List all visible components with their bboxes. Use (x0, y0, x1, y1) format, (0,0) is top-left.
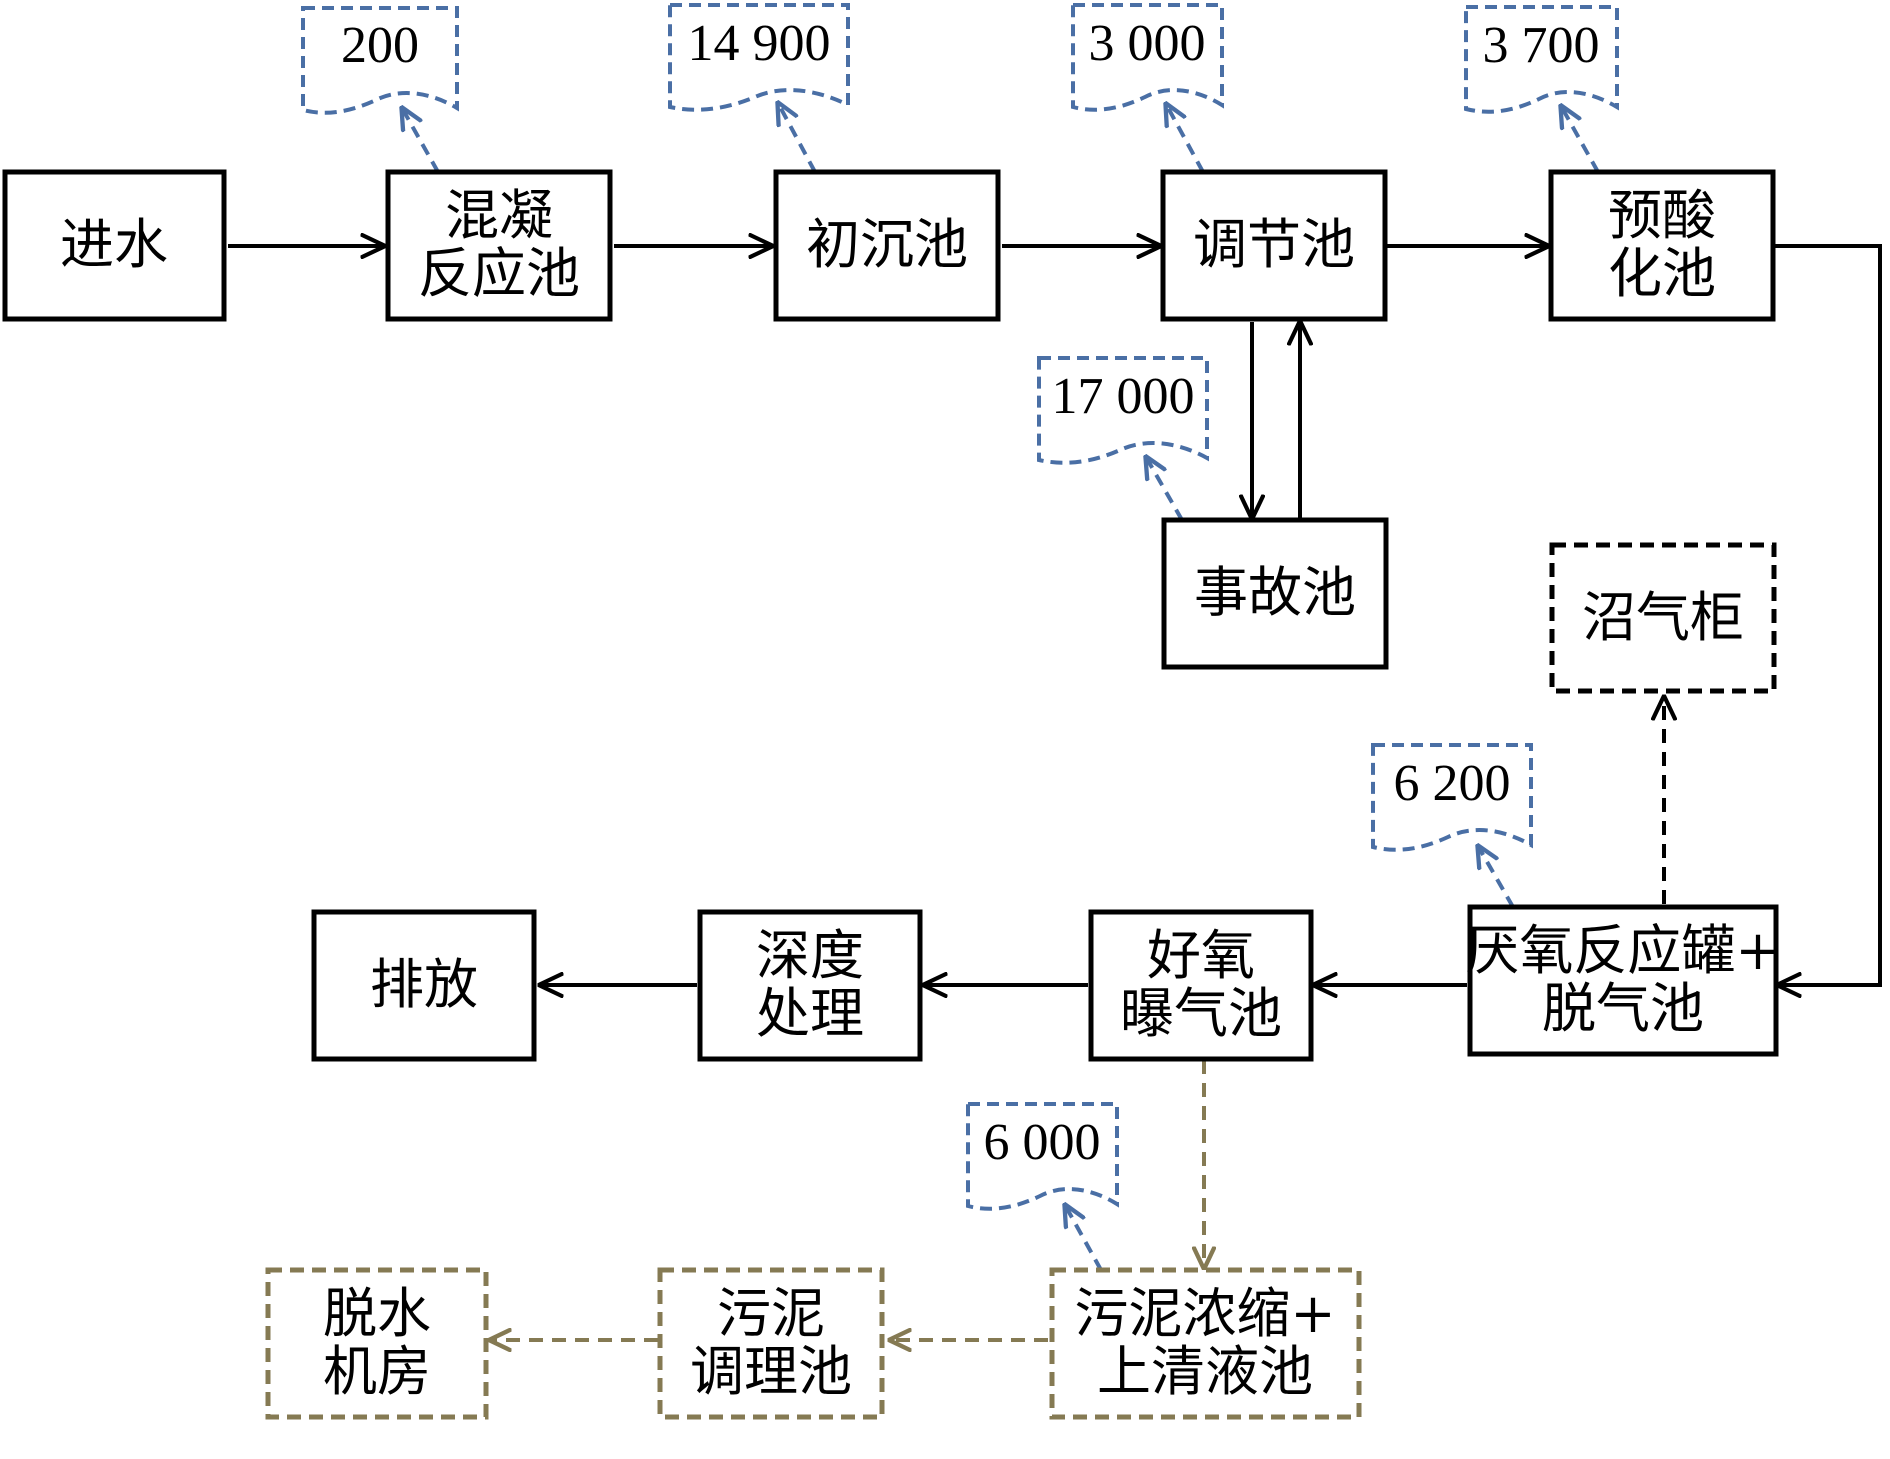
tag-leaders (402, 103, 1600, 1271)
tag-equal: 3 000 (1071, 3, 1224, 112)
tag-anaerobic: 6 200 (1371, 743, 1533, 852)
node-label: 事故池 (1194, 561, 1356, 624)
node-label: 混凝反应池 (418, 184, 580, 305)
node-label-line: 反应池 (418, 242, 580, 305)
node-label-line: 脱气池 (1542, 977, 1704, 1040)
tag-thicken: 6 000 (966, 1102, 1119, 1211)
tag-value: 6 000 (984, 1114, 1101, 1171)
node-label-line: 好氧 (1147, 924, 1255, 987)
node-label-line: 初沉池 (806, 213, 968, 276)
node-biogas-holder: 沼气柜 (1549, 542, 1777, 694)
node-label: 脱水机房 (323, 1282, 431, 1403)
node-sludge-thickening-tank: 污泥浓缩+上清液池 (1049, 1267, 1362, 1420)
node-equalization-tank: 调节池 (1160, 169, 1388, 322)
node-label-line: 调理池 (690, 1340, 852, 1403)
process-boxes: 进水 混凝反应池 初沉池 调节池 预酸化池 事故池 沼气柜 厌氧反应罐+脱气池 (2, 169, 1781, 1420)
node-discharge: 排放 (311, 909, 537, 1062)
node-label-line: 污泥 (717, 1282, 825, 1345)
node-coagulation-tank: 混凝反应池 (385, 169, 613, 322)
node-label-line: 排放 (370, 953, 478, 1016)
node-inlet: 进水 (2, 169, 227, 322)
node-dewatering-room: 脱水机房 (265, 1267, 489, 1420)
node-anaerobic-reactor: 厌氧反应罐+脱气池 (1465, 904, 1781, 1057)
node-label-line: 深度 (756, 924, 864, 987)
node-label-line: 污泥浓缩+ (1074, 1282, 1335, 1345)
leader-thicken (1065, 1205, 1103, 1271)
leader-equal (1166, 104, 1205, 173)
tag-preacid: 3 700 (1464, 5, 1619, 114)
tag-shape (668, 3, 850, 112)
node-label-line: 事故池 (1194, 561, 1356, 624)
node-sludge-conditioning-tank: 污泥调理池 (657, 1267, 885, 1420)
tag-value: 17 000 (1052, 368, 1195, 425)
node-label-line: 调节池 (1193, 213, 1355, 276)
node-label: 沼气柜 (1582, 586, 1744, 649)
tag-value: 200 (341, 17, 419, 74)
tag-primary: 14 900 (668, 3, 850, 112)
tag-shape (301, 6, 459, 115)
node-label: 调节池 (1193, 213, 1355, 276)
leader-preacid (1561, 106, 1600, 173)
node-primary-settling-tank: 初沉池 (773, 169, 1001, 322)
value-tags: 200 14 900 3 000 3 700 17 000 6 200 6 00… (301, 3, 1619, 1211)
tag-accident: 17 000 (1037, 356, 1209, 465)
tag-shape (1037, 356, 1209, 465)
node-label-line: 厌氧反应罐+ (1465, 919, 1780, 982)
tag-shape (966, 1102, 1119, 1211)
flow-preacid-to-anaerobic (1773, 244, 1882, 985)
node-label: 污泥调理池 (690, 1282, 852, 1403)
node-label-line: 化池 (1608, 242, 1716, 305)
node-label-line: 沼气柜 (1582, 586, 1744, 649)
node-advanced-treatment: 深度处理 (697, 909, 923, 1062)
tag-value: 3 000 (1089, 15, 1206, 72)
leader-anaerobic (1478, 846, 1515, 908)
node-label: 预酸化池 (1608, 184, 1716, 305)
leader-coag (402, 108, 440, 173)
tag-shape (1071, 3, 1224, 112)
node-label-line: 进水 (60, 213, 168, 276)
node-label: 好氧曝气池 (1120, 924, 1282, 1045)
tag-value: 3 700 (1483, 17, 1600, 74)
node-preacidification-tank: 预酸化池 (1548, 169, 1776, 322)
node-label: 排放 (370, 953, 478, 1016)
node-label: 污泥浓缩+上清液池 (1074, 1282, 1335, 1403)
leader-accident (1146, 457, 1184, 521)
node-label: 进水 (60, 213, 168, 276)
node-label: 厌氧反应罐+脱气池 (1465, 919, 1780, 1040)
tag-value: 6 200 (1394, 755, 1511, 812)
tag-shape (1371, 743, 1533, 852)
main-flow-connectors (228, 244, 1882, 985)
node-aerobic-aeration-tank: 好氧曝气池 (1088, 909, 1314, 1062)
node-accident-tank: 事故池 (1161, 517, 1389, 670)
tag-value: 14 900 (688, 15, 831, 72)
tag-coag: 200 (301, 6, 459, 115)
leader-primary (778, 103, 817, 173)
sludge-flow-connectors (490, 1060, 1204, 1340)
tag-shape (1464, 5, 1619, 114)
node-label-line: 机房 (323, 1340, 431, 1403)
node-label-line: 预酸 (1608, 184, 1716, 247)
node-label-line: 曝气池 (1120, 982, 1282, 1045)
node-label-line: 上清液池 (1097, 1340, 1313, 1403)
node-label-line: 处理 (756, 982, 864, 1045)
node-label-line: 混凝 (445, 184, 553, 247)
node-label: 深度处理 (756, 924, 864, 1045)
node-label: 初沉池 (806, 213, 968, 276)
node-label-line: 脱水 (323, 1282, 431, 1345)
